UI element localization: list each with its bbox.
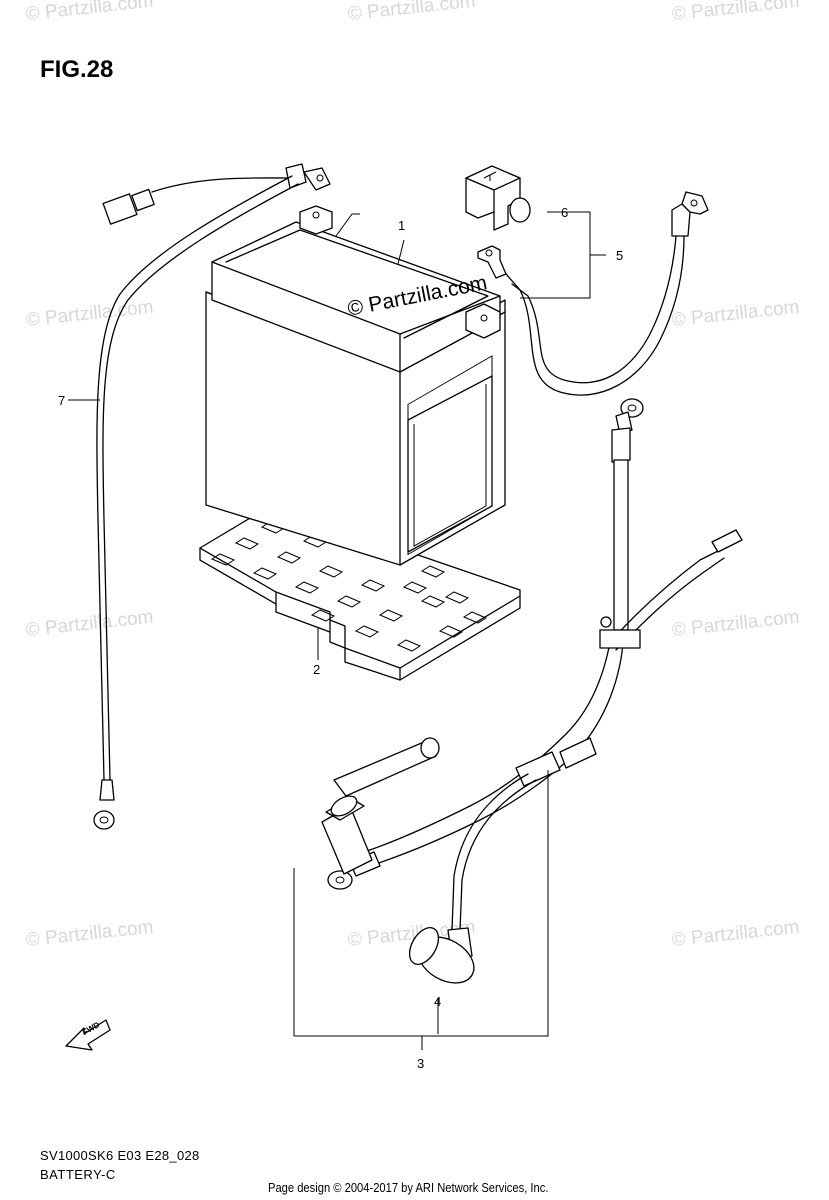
section-name: BATTERY-C bbox=[40, 1167, 116, 1182]
callout-1: 1 bbox=[398, 218, 406, 233]
callout-5: 5 bbox=[616, 248, 624, 263]
leader-lines bbox=[68, 211, 606, 1050]
callout-3: 3 bbox=[417, 1056, 425, 1071]
ground-lead-drawing bbox=[93, 163, 331, 830]
callout-6: 6 bbox=[561, 205, 569, 220]
callout-7: 7 bbox=[58, 393, 66, 408]
callout-2: 2 bbox=[313, 662, 321, 677]
model-code: SV1000SK6 E03 E28_028 bbox=[40, 1148, 200, 1163]
battery-tray-drawing bbox=[199, 504, 521, 681]
cable-cap-drawing bbox=[408, 927, 475, 984]
terminal-cover-drawing bbox=[465, 165, 531, 231]
battery-drawing bbox=[205, 205, 506, 566]
starter-cable-drawing bbox=[321, 398, 743, 931]
callout-4: 4 bbox=[434, 994, 442, 1009]
figure-title: FIG.28 bbox=[40, 56, 114, 83]
copyright-footer: Page design © 2004-2017 by ARI Network S… bbox=[268, 1180, 549, 1195]
positive-lead-drawing bbox=[477, 191, 709, 396]
fwd-arrow-icon bbox=[65, 1019, 111, 1051]
